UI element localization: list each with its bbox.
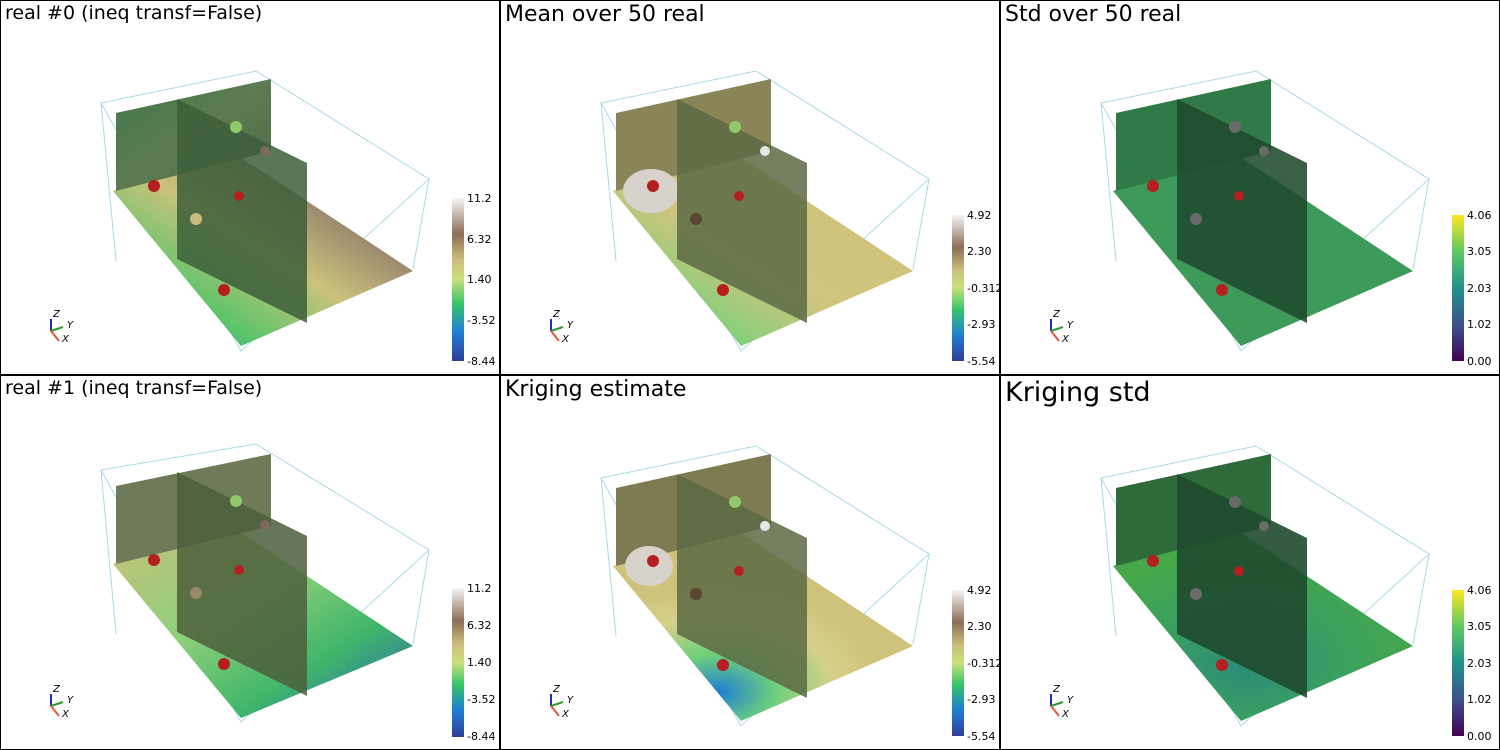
orientation-axes: Z Y X	[50, 309, 74, 345]
well-points	[148, 495, 270, 670]
colorbar-ticks: 11.2 6.32 1.40 -3.52 -8.44	[467, 582, 495, 743]
axis-label-x: X	[1061, 334, 1070, 345]
orientation-axes: Z Y X	[1050, 684, 1074, 720]
axis-label-y: Y	[567, 320, 574, 331]
well-points	[1147, 496, 1269, 671]
tick-1: 6.32	[467, 619, 492, 632]
tick-4: -8.44	[467, 730, 495, 743]
axis-label-z: Z	[52, 684, 61, 695]
tick-3: 1.02	[1467, 693, 1492, 706]
colorbar	[952, 590, 964, 736]
well-points	[1147, 121, 1269, 296]
colorbar-ticks: 4.92 2.30 -0.312 -2.93 -5.54	[967, 209, 999, 368]
tick-3: -2.93	[967, 318, 995, 331]
colorbar	[1452, 215, 1464, 361]
tick-2: 1.40	[467, 656, 492, 669]
tick-1: 3.05	[1467, 620, 1492, 633]
tick-0: 11.2	[467, 192, 492, 205]
front-wall-slice	[677, 99, 807, 323]
tick-1: 2.30	[967, 245, 992, 258]
tick-1: 2.30	[967, 620, 992, 633]
panel-title: Kriging estimate	[505, 377, 687, 402]
axis-label-z: Z	[552, 309, 561, 320]
scene-real-0: 11.2 6.32 1.40 -3.52 -8.44 Z Y X	[50, 70, 495, 368]
orientation-axes: Z Y X	[1050, 309, 1074, 345]
panel-title: real #1 (ineq transf=False)	[5, 377, 263, 399]
tick-1: 3.05	[1467, 245, 1492, 258]
axis-label-y: Y	[67, 695, 74, 706]
panel-title: real #0 (ineq transf=False)	[5, 2, 263, 24]
panel-mean-50[interactable]: 4.92 2.30 -0.312 -2.93 -5.54 Z Y X Mean …	[501, 1, 999, 374]
tick-0: 4.06	[1467, 209, 1492, 222]
tick-3: -3.52	[467, 693, 495, 706]
well-points	[148, 121, 270, 296]
axis-label-x: X	[61, 334, 70, 345]
axis-label-z: Z	[1052, 684, 1061, 695]
front-wall-slice	[1177, 99, 1307, 323]
front-wall-slice	[677, 474, 807, 698]
axis-label-y: Y	[1067, 320, 1074, 331]
colorbar-ticks: 4.92 2.30 -0.312 -2.93 -5.54	[967, 584, 999, 743]
axis-label-y: Y	[1067, 695, 1074, 706]
orientation-axes: Z Y X	[50, 684, 74, 720]
axis-label-z: Z	[1052, 309, 1061, 320]
panel-real-1[interactable]: 11.2 6.32 1.40 -3.52 -8.44 Z Y X real #1…	[1, 376, 499, 749]
colorbar	[952, 215, 964, 361]
tick-0: 11.2	[467, 582, 492, 595]
tick-2: -0.312	[967, 282, 999, 295]
axis-label-z: Z	[52, 309, 61, 320]
axis-label-x: X	[1061, 709, 1070, 720]
panel-kriging-estimate[interactable]: 4.92 2.30 -0.312 -2.93 -5.54 Z Y X Krigi…	[501, 376, 999, 749]
scene-real-1: 11.2 6.32 1.40 -3.52 -8.44 Z Y X	[50, 443, 495, 743]
axis-label-x: X	[561, 709, 570, 720]
tick-2: 1.40	[467, 273, 492, 286]
tick-4: 0.00	[1467, 355, 1492, 368]
front-wall-slice	[177, 99, 307, 323]
axis-label-z: Z	[552, 684, 561, 695]
panel-title: Kriging std	[1005, 377, 1151, 408]
orientation-axes: Z Y X	[550, 684, 574, 720]
colorbar	[452, 588, 464, 737]
panel-kriging-std[interactable]: 4.06 3.05 2.03 1.02 0.00 Z Y X Kriging s…	[1001, 376, 1499, 749]
tick-4: -5.54	[967, 730, 995, 743]
axis-label-x: X	[61, 709, 70, 720]
tick-3: -3.52	[467, 314, 495, 327]
well-points	[647, 496, 770, 671]
tick-1: 6.32	[467, 233, 492, 246]
tick-3: 1.02	[1467, 318, 1492, 331]
panel-real-0[interactable]: 11.2 6.32 1.40 -3.52 -8.44 Z Y X real #0…	[1, 1, 499, 374]
tick-0: 4.92	[967, 584, 992, 597]
colorbar-ticks: 4.06 3.05 2.03 1.02 0.00	[1467, 584, 1492, 743]
front-wall-slice	[1177, 474, 1307, 698]
tick-4: -5.54	[967, 355, 995, 368]
axis-label-x: X	[561, 334, 570, 345]
axis-label-y: Y	[567, 695, 574, 706]
colorbar-ticks: 11.2 6.32 1.40 -3.52 -8.44	[467, 192, 495, 368]
panel-std-50[interactable]: 4.06 3.05 2.03 1.02 0.00 Z Y X Std over …	[1001, 1, 1499, 374]
scene-mean-50: 4.92 2.30 -0.312 -2.93 -5.54 Z Y X	[550, 70, 999, 368]
tick-2: 2.03	[1467, 282, 1492, 295]
panel-title: Mean over 50 real	[505, 2, 705, 27]
tick-0: 4.92	[967, 209, 992, 222]
orientation-axes: Z Y X	[550, 309, 574, 345]
tick-3: -2.93	[967, 693, 995, 706]
colorbar	[452, 198, 464, 361]
colorbar	[1452, 590, 1464, 736]
well-points	[647, 121, 770, 296]
high-anomaly	[625, 546, 673, 586]
axis-label-y: Y	[67, 320, 74, 331]
scene-std-50: 4.06 3.05 2.03 1.02 0.00 Z Y X	[1050, 70, 1492, 368]
tick-2: 2.03	[1467, 657, 1492, 670]
front-wall-slice	[177, 472, 307, 696]
scene-kriging-std: 4.06 3.05 2.03 1.02 0.00 Z Y X	[1050, 445, 1492, 743]
scene-kriging-estimate: 4.92 2.30 -0.312 -2.93 -5.54 Z Y X	[550, 445, 999, 743]
tick-0: 4.06	[1467, 584, 1492, 597]
tick-4: -8.44	[467, 355, 495, 368]
tick-4: 0.00	[1467, 730, 1492, 743]
colorbar-ticks: 4.06 3.05 2.03 1.02 0.00	[1467, 209, 1492, 368]
panel-title: Std over 50 real	[1005, 2, 1182, 27]
tick-2: -0.312	[967, 657, 999, 670]
